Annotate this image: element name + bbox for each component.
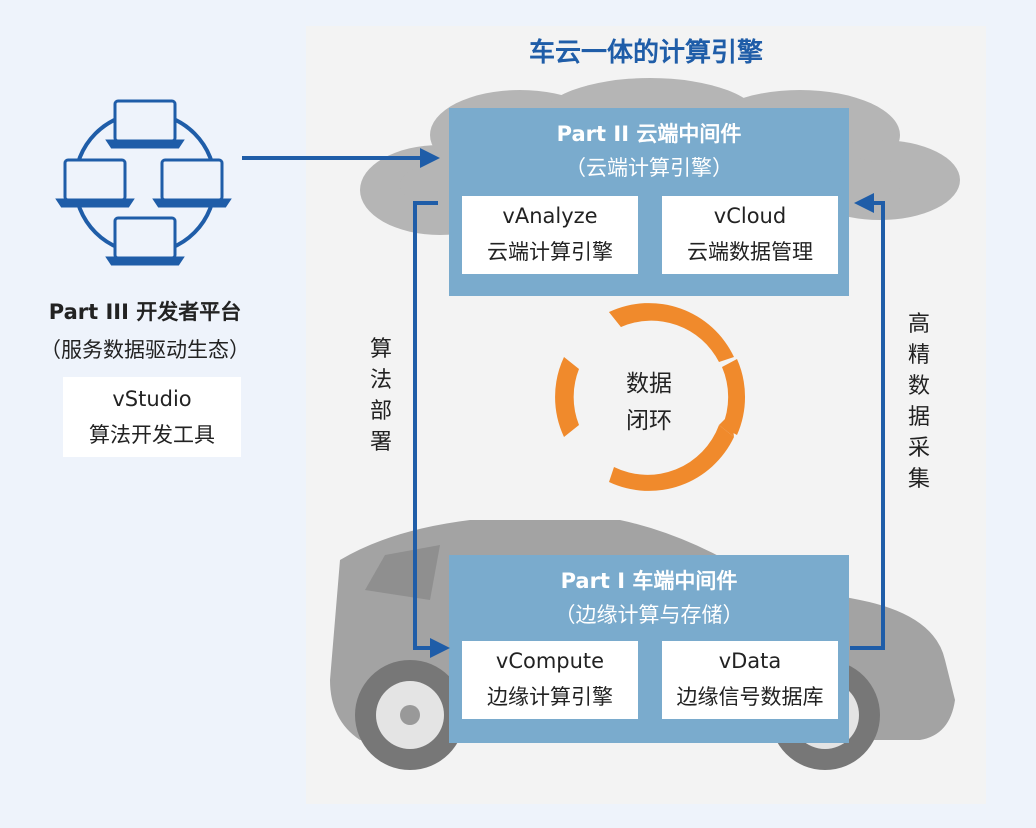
panel-title: 车云一体的计算引擎	[528, 38, 763, 68]
vdata-name: vData	[718, 649, 782, 673]
vcompute-box: vCompute 边缘计算引擎	[462, 641, 638, 719]
vcompute-desc: 边缘计算引擎	[487, 685, 613, 709]
vcloud-desc: 云端数据管理	[687, 240, 813, 264]
cycle-label-line2: 闭环	[626, 408, 672, 434]
vstudio-box: vStudio 算法开发工具	[63, 377, 241, 457]
car-box-title: Part I 车端中间件	[560, 569, 738, 593]
vstudio-name: vStudio	[112, 387, 192, 411]
cloud-box-subtitle: （云端计算引擎）	[565, 156, 733, 180]
cloud-box-title: Part II 云端中间件	[556, 122, 742, 146]
cycle-label: 数据 闭环	[599, 366, 699, 440]
deploy-label: 算法部署	[369, 337, 392, 455]
laptop-network-icon	[55, 99, 232, 266]
collect-label: 高精数据采集	[907, 312, 930, 492]
vcompute-name: vCompute	[495, 649, 605, 673]
developer-title: Part III 开发者平台	[48, 300, 242, 324]
vcloud-box: vCloud 云端数据管理	[662, 196, 838, 274]
developer-subtitle: （服务数据驱动生态）	[40, 338, 250, 362]
vdata-box: vData 边缘信号数据库	[662, 641, 838, 719]
vanalyze-name: vAnalyze	[502, 204, 598, 228]
collect-arrow	[850, 193, 885, 650]
vcloud-name: vCloud	[713, 204, 787, 228]
car-box-subtitle: （边缘计算与存储）	[554, 603, 744, 627]
vdata-desc: 边缘信号数据库	[676, 685, 824, 709]
cycle-arrows-icon	[555, 303, 746, 491]
vstudio-desc: 算法开发工具	[89, 423, 215, 447]
vanalyze-desc: 云端计算引擎	[487, 240, 613, 264]
vanalyze-box: vAnalyze 云端计算引擎	[462, 196, 638, 274]
cycle-label-line1: 数据	[626, 371, 672, 397]
deploy-arrow	[413, 201, 450, 658]
